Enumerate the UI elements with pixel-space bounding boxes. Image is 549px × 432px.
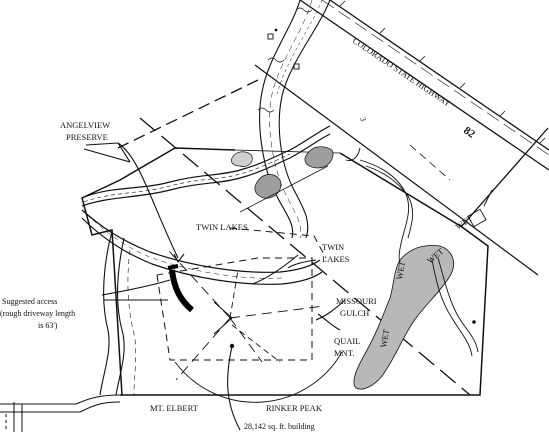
access-note-line-2: (rough driveway length [0,309,75,318]
building-point [229,343,235,349]
suggested-access-driveway [169,269,194,313]
driveway-end [167,264,179,270]
angelview-preserve-label-2: PRESERVE [66,132,108,142]
mt-elbert-label: MT. ELBERT [150,403,199,413]
road-markers [267,33,300,70]
wet-label-4: WET [378,328,391,349]
south-road [0,394,121,432]
access-note-line-1: Suggested access [2,297,57,306]
building-footprint [156,227,327,361]
missouri-gulch-label-1: MISSOURI [336,296,377,306]
twin-lakes-label-right-1: TWIN [322,242,344,252]
access-note-line-3: is 63') [38,321,58,330]
colorado-state-highway [299,0,549,228]
building-size-label: 28,142 sq. ft. building [244,422,315,431]
twin-lakes-label-left: TWIN LAKES [196,222,248,232]
highway-number-label: 82 [461,125,477,141]
wetland-area [353,245,454,390]
highway-label: COLORADO STATE HIGHWAY [351,35,453,108]
missouri-gulch-label-2: GULCH [340,308,369,318]
survey-point [472,320,476,324]
creek [81,125,331,207]
wetland-streams [345,147,479,357]
wet-label-3: WET [394,260,407,281]
ponds [231,146,334,199]
view-sectors [167,249,343,403]
survey-point-2 [274,28,278,32]
quail-mnt-label-1: QUAIL [334,336,360,346]
access-road [257,0,331,239]
twin-lakes-label-right-2: LAKES [322,254,350,264]
leader-arrows [83,142,346,431]
east-structure [467,189,493,228]
west-road [99,231,137,396]
quail-mnt-label-2: MNT. [334,348,354,358]
lot-marker-label: 3 [358,116,368,122]
angelview-preserve-label-1: ANGELVIEW [60,120,110,130]
rinker-peak-label: RINKER PEAK [266,403,323,413]
dashed-boundaries [117,64,539,396]
twin-lakes-road [81,209,323,285]
